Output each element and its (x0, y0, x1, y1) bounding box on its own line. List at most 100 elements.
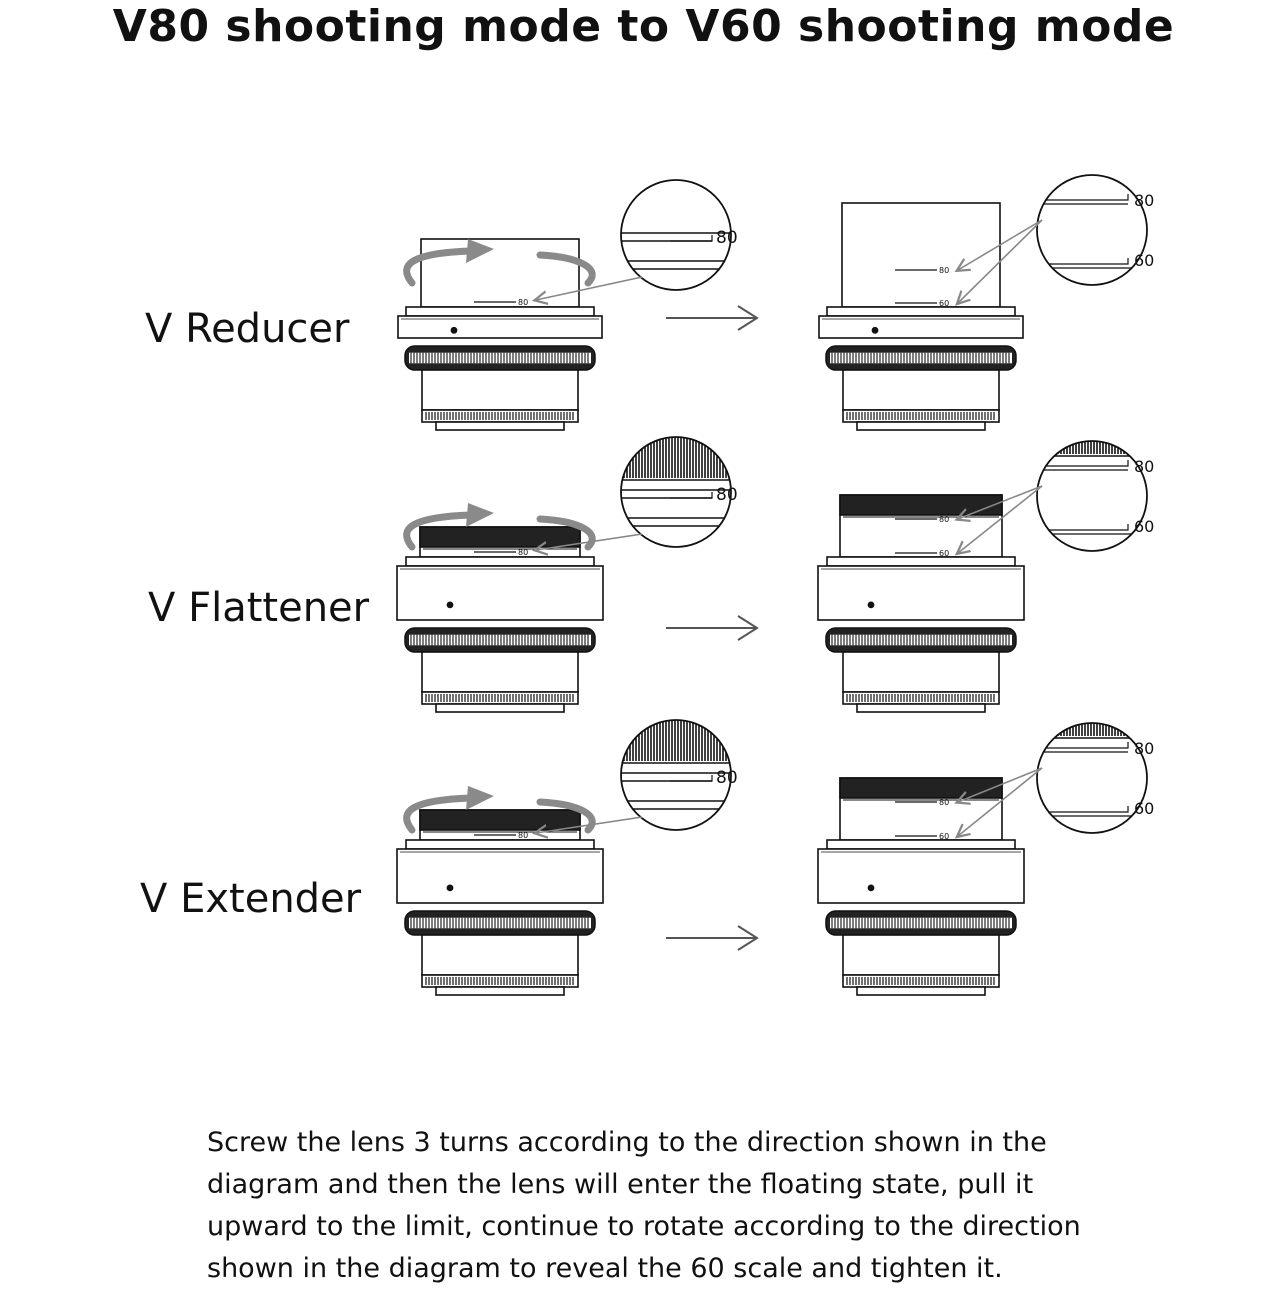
collar (817, 848, 1025, 904)
gear-teeth (846, 694, 995, 702)
index-dot (446, 884, 454, 892)
magnifier-circle (620, 719, 732, 831)
magnified-label-60: 60 (1134, 251, 1154, 270)
pointer-arrow (536, 276, 643, 300)
gear-teeth (425, 412, 574, 420)
scale-label-60: 60 (939, 832, 949, 841)
rotate-direction-arrows (403, 786, 596, 834)
curved-arrow-left (403, 794, 474, 834)
transition-arrow (666, 305, 759, 331)
caption-line: shown in the diagram to reveal the 60 sc… (207, 1253, 1003, 1284)
scale-label-80: 80 (518, 831, 528, 840)
knurl-lines (831, 352, 1010, 364)
magnifier-before: 80 (536, 436, 738, 550)
scale-label-80: 80 (939, 266, 949, 275)
magnifier-circle (1036, 440, 1148, 552)
magnifier-circle (620, 436, 732, 548)
rear-flange (856, 703, 986, 713)
lens-flattener-before: 80 (396, 526, 604, 713)
gear-teeth (425, 694, 574, 702)
instruction-caption: Screw the lens 3 turns according to the … (207, 1122, 1207, 1290)
pointer-arrow-60 (958, 485, 1043, 553)
knurl-lines (410, 352, 589, 364)
pointer-arrow (536, 816, 643, 833)
collar (397, 315, 603, 339)
pointer-arrow-80 (958, 219, 1043, 270)
scale-label-60: 60 (939, 549, 949, 558)
scale-label-80: 80 (518, 548, 528, 557)
base-plate (826, 556, 1016, 567)
pointer-arrow-60 (958, 767, 1043, 836)
knurl-detail (1037, 723, 1146, 736)
knurl-detail (1037, 441, 1146, 454)
rotate-direction-arrows (403, 503, 596, 551)
arrowhead-left (466, 786, 494, 810)
knurl-lines (831, 634, 1010, 646)
pointer-arrow (536, 533, 643, 550)
mount-body (421, 369, 579, 411)
front-grip-band (419, 809, 581, 831)
index-dot (871, 326, 879, 334)
rear-flange (435, 986, 565, 996)
rotate-direction-arrows (403, 239, 596, 287)
front-grip-band (419, 526, 581, 548)
curved-arrow-right (536, 798, 596, 834)
mount-body (421, 651, 579, 693)
magnified-label-80: 80 (1134, 739, 1154, 758)
index-dot (450, 326, 458, 334)
front-barrel (420, 238, 580, 308)
arrow-right-icon (666, 925, 759, 951)
row-label-reducer: V Reducer (145, 306, 350, 352)
base-plate (405, 306, 595, 317)
gear-teeth (846, 412, 995, 420)
knurl-lines (831, 917, 1010, 929)
magnifier-circle (1036, 722, 1148, 834)
curved-arrow-left (403, 247, 474, 287)
base-plate (405, 839, 595, 850)
row-label-extender: V Extender (140, 876, 362, 922)
collar (396, 848, 604, 904)
mount-body (842, 651, 1000, 693)
magnified-label-80: 80 (716, 485, 738, 505)
index-dot (867, 601, 875, 609)
collar (818, 315, 1024, 339)
row-label-flattener: V Flattener (148, 585, 370, 631)
index-dot (446, 601, 454, 609)
pointer-arrow-60 (958, 219, 1043, 303)
magnifier-before: 80 (536, 719, 738, 833)
magnifier-before: 80 (536, 179, 738, 300)
transition-arrow (666, 615, 759, 641)
arrowhead-left (466, 239, 494, 263)
scale-label-80: 80 (518, 298, 528, 307)
magnified-label-60: 60 (1134, 799, 1154, 818)
gear-teeth (846, 977, 995, 985)
rear-flange (856, 986, 986, 996)
magnified-label-80: 80 (1134, 191, 1154, 210)
collar (817, 565, 1025, 621)
base-plate (826, 306, 1016, 317)
base-plate (826, 839, 1016, 850)
arrow-right-icon (666, 615, 759, 641)
lens-reducer-before: 80 (397, 238, 603, 431)
collar (396, 565, 604, 621)
mount-body (421, 934, 579, 976)
mount-body (842, 369, 1000, 411)
magnified-label-80: 80 (716, 228, 738, 248)
caption-line: diagram and then the lens will enter the… (207, 1169, 1034, 1200)
magnifier-circle (620, 179, 732, 291)
base-plate (405, 556, 595, 567)
front-grip-band (839, 777, 1003, 799)
knurl-lines (410, 917, 589, 929)
transition-arrow (666, 925, 759, 951)
magnifier-circle (1036, 174, 1148, 286)
rear-flange (435, 703, 565, 713)
curved-arrow-left (403, 511, 474, 551)
mount-body (842, 934, 1000, 976)
arrow-right-icon (666, 305, 759, 331)
front-barrel (841, 202, 1001, 308)
